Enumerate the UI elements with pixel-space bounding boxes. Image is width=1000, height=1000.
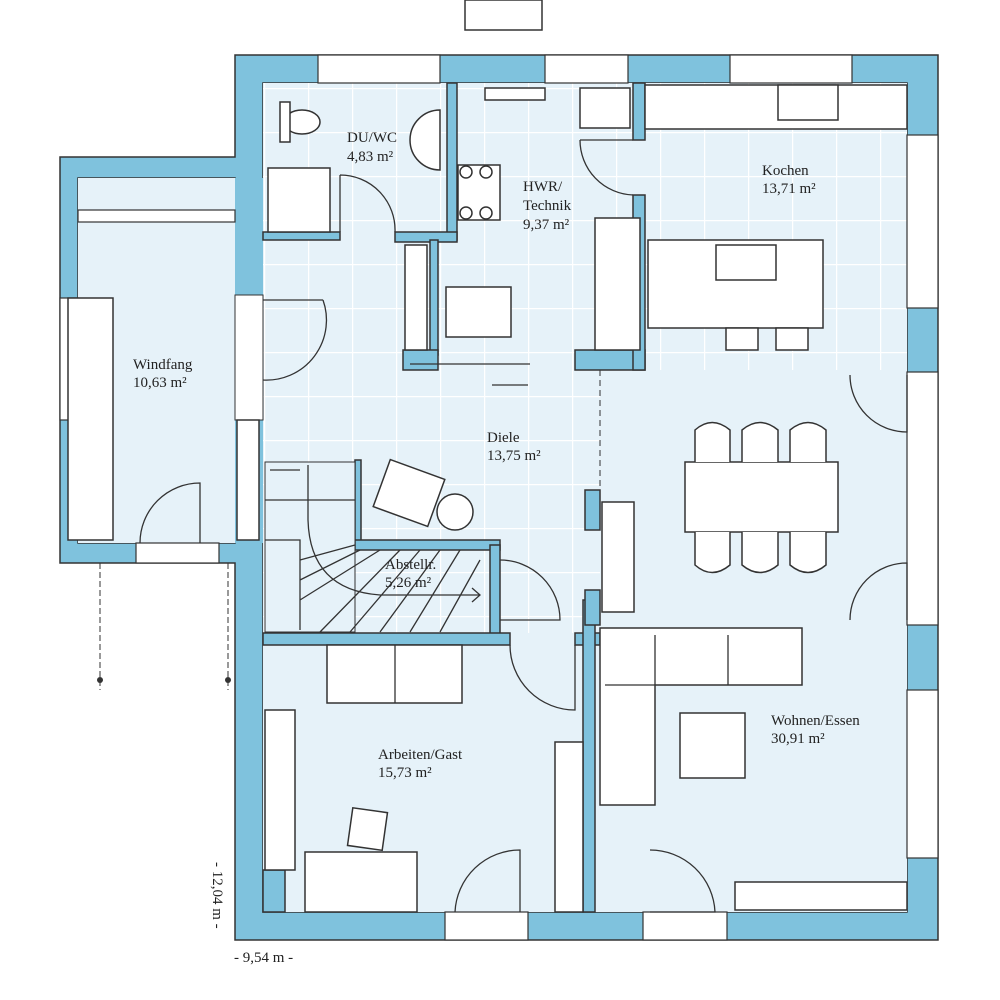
room-name: Wohnen/Essen [771, 713, 860, 729]
room-name: Diele [487, 430, 520, 446]
railing [99, 563, 229, 690]
room-area: 9,37 m² [523, 217, 570, 233]
room-label-wohnen: Wohnen/Essen 30,91 m² [771, 713, 860, 747]
room-name: Kochen [762, 163, 809, 179]
room-area: 13,71 m² [762, 181, 816, 197]
room-area: 4,83 m² [347, 149, 394, 165]
room-name: Arbeiten/Gast [378, 747, 463, 763]
room-label-diele: Diele 13,75 m² [487, 430, 541, 464]
room-label-hwr: HWR/ Technik 9,37 m² [523, 179, 572, 233]
room-label-kochen: Kochen 13,71 m² [762, 163, 816, 197]
dimension-depth: - 12,04 m - [209, 862, 225, 929]
entrance-marker [464, 0, 543, 31]
windows [59, 54, 939, 941]
post [97, 677, 103, 683]
room-area: 5,26 m² [385, 575, 432, 591]
room-label-abstellr: Abstellr. 5,26 m² [385, 557, 436, 591]
room-name: Windfang [133, 357, 193, 373]
room-area: 15,73 m² [378, 765, 432, 781]
furniture [67, 84, 908, 913]
room-name: Abstellr. [385, 557, 436, 573]
doors [139, 139, 908, 913]
room-label-du-wc: DU/WC 4,83 m² [347, 130, 397, 165]
room-name: Technik [523, 198, 572, 214]
room-area: 13,75 m² [487, 448, 541, 464]
room-name: HWR/ [523, 179, 563, 195]
windfang-door-opening [234, 294, 264, 421]
room-area: 30,91 m² [771, 731, 825, 747]
room-label-arbeiten: Arbeiten/Gast 15,73 m² [378, 747, 463, 781]
post [225, 677, 231, 683]
room-label-windfang: Windfang 10,63 m² [133, 357, 193, 391]
staircase[interactable] [264, 461, 481, 633]
dimension-width: - 9,54 m - [234, 950, 293, 966]
room-name: DU/WC [347, 130, 397, 146]
room-area: 10,63 m² [133, 375, 187, 391]
